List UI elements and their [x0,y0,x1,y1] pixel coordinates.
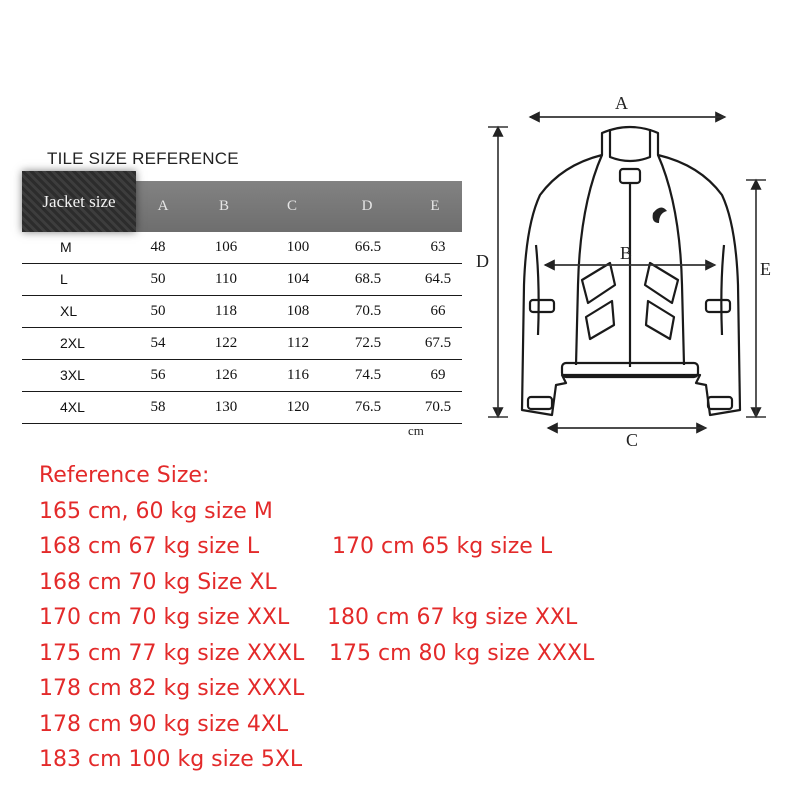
table-row: L 50 110 104 68.5 64.5 [22,264,462,296]
jacket-outline [520,125,742,417]
cell-e: 63 [430,239,446,255]
cell-b: 118 [215,303,237,319]
cell-size: M [60,239,72,255]
jacket-diagram: A B C D E [476,93,771,450]
reference-right: 170 cm 65 kg size L [332,534,553,559]
cell-c: 104 [286,271,310,287]
table-row: 3XL 56 126 116 74.5 69 [22,360,462,392]
table-header-row: Jacket size A B C D E [22,171,462,232]
reference-line: 168 cm 67 kg size L 170 cm 65 kg size L [39,529,552,565]
cell-size: L [60,271,68,287]
cell-b: 130 [214,399,238,415]
cell-c: 116 [287,367,309,383]
cell-c: 120 [286,399,310,415]
reference-left: 175 cm 77 kg size XXXL [39,640,305,666]
cell-a: 48 [150,239,166,255]
header-d: D [361,198,373,214]
cell-e: 66 [430,303,446,319]
reference-line: 178 cm 82 kg size XXXL [39,671,304,707]
reference-left: 165 cm, 60 kg size M [39,498,273,524]
reference-line: 183 cm 100 kg size 5XL [39,742,304,778]
cell-e: 70.5 [424,399,452,415]
reference-right: 175 cm 80 kg size XXXL [329,640,595,666]
table-title: TILE SIZE REFERENCE [47,149,239,168]
unit-label: cm [408,423,424,438]
label-e: E [760,259,771,279]
reference-sizes: Reference Size: 165 cm, 60 kg size M 168 … [39,458,594,778]
cell-b: 106 [214,239,238,255]
reference-left: 168 cm 67 kg size L [39,534,260,559]
header-e: E [430,198,440,214]
table-row: M 48 106 100 66.5 63 [22,232,462,264]
cell-d: 66.5 [354,239,382,255]
cell-b: 110 [215,271,237,287]
header-b: B [218,198,229,214]
table-row: 2XL 54 122 112 72.5 67.5 [22,328,462,360]
collar-tab [618,167,642,185]
cell-d: 72.5 [354,335,382,351]
cell-size: 4XL [60,399,85,415]
reference-line: 175 cm 77 kg size XXXL 175 cm 80 kg size … [39,636,594,672]
left-vent [580,261,617,305]
cell-d: 68.5 [354,271,382,287]
cell-b: 126 [214,367,238,383]
table-row: 4XL 58 130 120 76.5 70.5 [22,392,462,424]
cell-c: 100 [286,239,310,255]
reference-right: 180 cm 67 kg size XXL [327,605,578,630]
cell-c: 108 [286,303,310,319]
cell-c: 112 [287,335,309,351]
reference-left: 178 cm 82 kg size XXXL [39,676,305,701]
cell-size: 3XL [60,367,85,383]
reference-left: 183 cm 100 kg size 5XL [39,747,303,772]
cell-size: XL [60,303,78,319]
cell-b: 122 [214,335,238,351]
header-jacket-size: Jacket size [22,171,136,232]
brand-logo-icon [652,207,667,223]
right-vent [643,261,680,305]
reference-line: 165 cm, 60 kg size M [39,494,304,530]
cell-e: 69 [430,367,446,383]
label-a: A [615,93,628,113]
table-row: XL 50 118 108 70.5 66 [22,296,462,328]
cell-a: 50 [150,271,166,287]
header-c: C [286,198,297,214]
cell-a: 56 [150,367,166,383]
reference-left: 178 cm 90 kg size 4XL [39,711,289,737]
collar [608,129,652,163]
reference-line: 170 cm 70 kg size XXL 180 cm 67 kg size X… [39,600,577,636]
cell-d: 74.5 [354,367,382,383]
cell-d: 76.5 [354,399,382,415]
cell-a: 58 [150,399,166,415]
cell-e: 67.5 [424,335,452,351]
cell-e: 64.5 [424,271,452,287]
reference-line: 178 cm 90 kg size 4XL [39,707,304,743]
reference-heading: Reference Size: [39,463,210,488]
waist-band [560,361,700,379]
cell-d: 70.5 [354,303,382,319]
reference-left: 168 cm 70 kg Size XL [39,569,277,595]
reference-line: 168 cm 70 kg Size XL [39,565,304,601]
header-a: A [157,198,169,214]
label-c: C [626,430,638,450]
reference-left: 170 cm 70 kg size XXL [39,605,290,630]
label-b: B [620,243,632,263]
cell-size: 2XL [60,335,85,351]
cell-a: 54 [150,335,166,351]
label-d: D [476,251,489,271]
cell-a: 50 [150,303,166,319]
